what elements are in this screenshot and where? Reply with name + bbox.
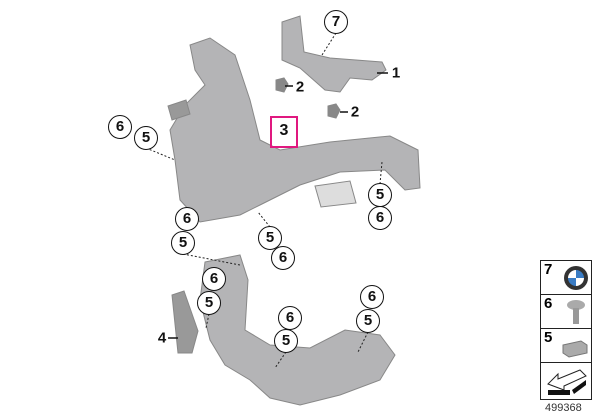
callout-5: 5 [368,183,392,207]
legend-item-screw: 6 [540,294,592,330]
callout-6: 6 [271,246,295,270]
bracket-part-4 [171,290,199,354]
label-part-1: 1 [391,64,401,82]
screw-icon [567,300,585,324]
callout-5: 5 [171,231,195,255]
callout-6: 6 [360,285,384,309]
nut-part-2a [275,77,289,93]
legend-number: 5 [544,329,553,346]
callout-6: 6 [202,267,226,291]
label-part-4: 4 [157,329,167,347]
cover-part-3 [169,37,421,223]
callout-5: 5 [197,291,221,315]
label-part-2: 2 [295,78,305,96]
catalog-number: 499368 [545,402,582,414]
callout-6: 6 [278,306,302,330]
legend-item-direction [540,362,592,400]
legend-number: 7 [544,261,553,278]
callout-5: 5 [356,309,380,333]
cover-part-3-boss [167,99,191,121]
highlighted-part-3[interactable]: 3 [270,116,298,148]
direction-arrow-icon [547,369,587,395]
legend-number: 6 [544,295,553,312]
callout-6: 6 [175,207,199,231]
label-part-2: 2 [350,103,360,121]
clip-nut-icon [562,340,588,358]
callout-6: 6 [108,115,132,139]
lower-trim-part [199,254,396,406]
callout-7: 7 [324,10,348,34]
callout-5: 5 [274,329,298,353]
bmw-emblem-icon [564,266,588,290]
legend-item-clip-nut: 5 [540,328,592,364]
cover-part-3-block [314,180,357,208]
callout-6: 6 [368,206,392,230]
legend-item-emblem: 7 [540,260,592,296]
bracket-part-1 [281,15,387,93]
nut-part-2b [327,103,341,119]
callout-5: 5 [134,126,158,150]
